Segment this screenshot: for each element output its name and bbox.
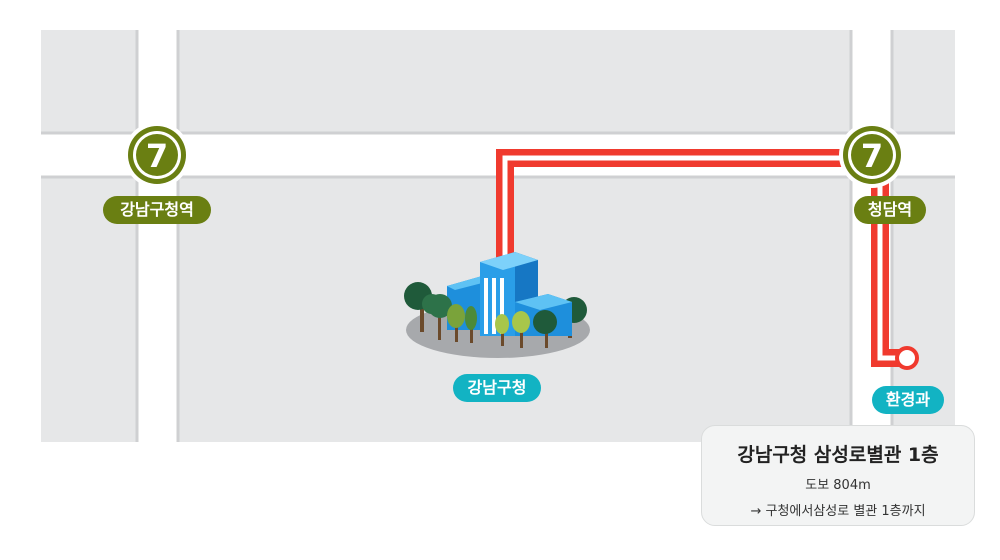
line-number: 7 [146,137,168,175]
station-marker-gangnam-gu-office[interactable]: 7 [124,122,190,188]
route-info-card[interactable]: 강남구청 삼성로별관 1층 도보 804m → 구청에서삼성로 별관 1층까지 [701,425,975,526]
gangnam-gu-office-building-icon[interactable] [404,252,590,358]
line-number: 7 [861,137,883,175]
tree-icon [533,310,557,348]
station-label-cheongdam[interactable]: 청담역 [854,196,926,224]
city-block [178,30,850,132]
walking-distance: 도보 804m [805,478,871,493]
origin-label[interactable]: 강남구청 [453,374,541,402]
route-direction: → 구청에서삼성로 별관 1층까지 [750,504,926,519]
city-block [41,30,136,132]
tree-icon [495,314,509,346]
tree-icon [465,306,477,343]
tree-icon [512,311,530,348]
station-label-gangnam-gu-office[interactable]: 강남구청역 [103,196,211,224]
tree-icon [428,294,452,340]
tree-icon [447,304,465,342]
info-card-title: 강남구청 삼성로별관 1층 [737,444,939,466]
destination-label[interactable]: 환경과 [872,386,944,414]
destination-marker[interactable] [895,346,919,370]
city-block [892,30,955,132]
station-marker-cheongdam[interactable]: 7 [839,122,905,188]
